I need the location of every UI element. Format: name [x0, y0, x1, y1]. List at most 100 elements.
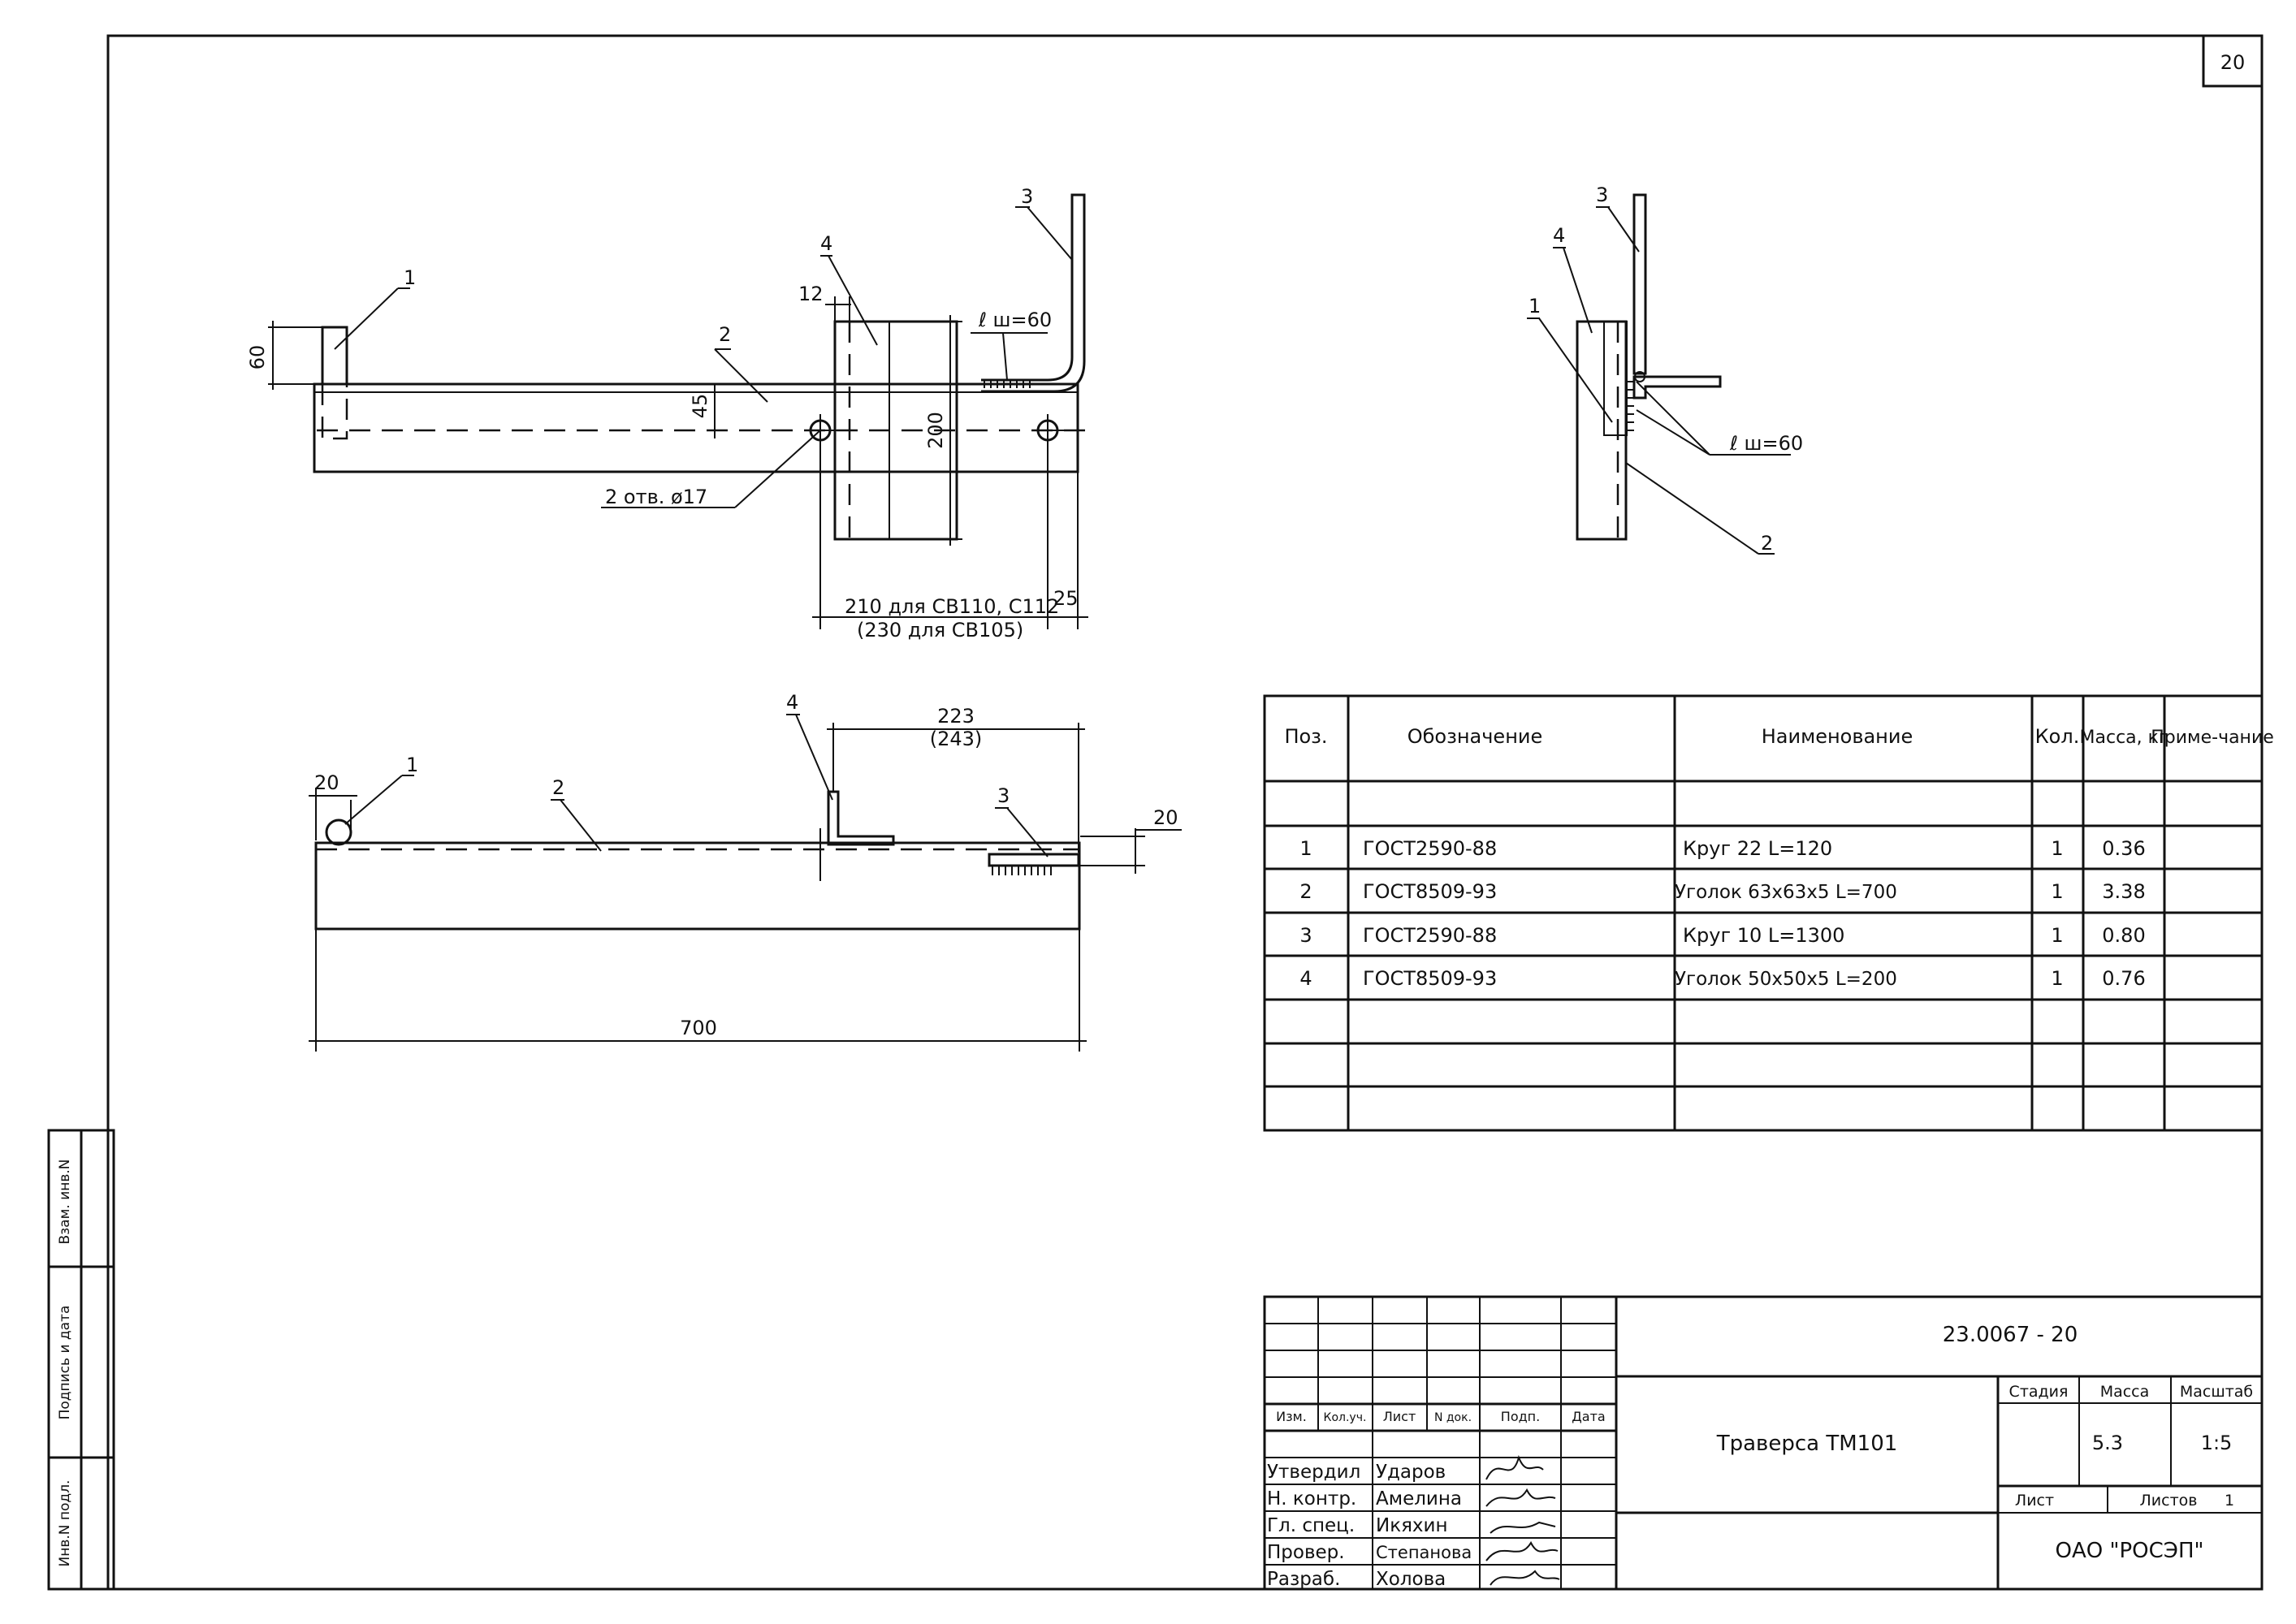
tv-dim-243: (243) [930, 728, 983, 750]
top-view: 1 2 3 4 20 223 (243) 20 700 [309, 691, 1182, 1052]
tv-pos-1: 1 [406, 754, 418, 776]
tb-role-5: Разраб. [1267, 1569, 1340, 1590]
table-row: 4 ГОСТ8509-93 Уголок 50х50х5 L=200 1 0.7… [1299, 967, 2145, 990]
rod-1-section [325, 818, 352, 846]
tb-mass-value: 5.3 [2092, 1432, 2123, 1454]
th-designation: Обозначение [1407, 725, 1543, 748]
fv-dim-25: 25 [1053, 587, 1079, 610]
side-angle-4 [1603, 321, 1628, 436]
weld-hatch [984, 380, 1031, 388]
tb-name-1: Ударов [1376, 1462, 1446, 1483]
row2-qty: 1 [2051, 880, 2063, 903]
tv-dim-20-right: 20 [1153, 806, 1178, 829]
front-view: 1 2 3 4 60 45 200 12 ℓ ш=60 2 отв. ø17 [246, 185, 1092, 641]
fv-dim-230: (230 для СВ105) [857, 619, 1023, 641]
tb-doc-code: 23.0067 - 20 [1943, 1323, 2078, 1347]
tb-col-kolvo: Кол.уч. [1324, 1411, 1367, 1424]
th-qty: Кол. [2035, 725, 2080, 748]
table-row: 2 ГОСТ8509-93 Уголок 63х63х5 L=700 1 3.3… [1299, 880, 2145, 903]
tb-scale-value: 1:5 [2201, 1432, 2233, 1454]
row4-qty: 1 [2051, 967, 2063, 990]
row1-mass: 0.36 [2102, 837, 2145, 860]
tb-role-2: Н. контр. [1267, 1488, 1356, 1510]
sv-pos-1: 1 [1529, 295, 1541, 317]
sheet-number-box: 20 [2202, 34, 2264, 88]
row2-name: Уголок 63х63х5 L=700 [1675, 882, 1897, 903]
tv-dim-223: 223 [937, 705, 975, 728]
th-pos: Поз. [1284, 725, 1327, 748]
angle-4-section [827, 790, 895, 846]
rod-1 [321, 326, 348, 386]
tb-sheet-label: Лист [2015, 1492, 2054, 1510]
fv-dim-210: 210 для СВ110, С112 [845, 595, 1059, 618]
angle-63-plan [314, 841, 1081, 931]
row2-mass: 3.38 [2102, 880, 2145, 903]
tb-col-list: Лист [1383, 1409, 1416, 1424]
fv-holes-label: 2 отв. ø17 [605, 486, 707, 508]
tb-col-ndok: N док. [1434, 1411, 1472, 1424]
tb-role-3: Гл. спец. [1267, 1515, 1355, 1536]
tb-sheets-label: Листов [2140, 1492, 2198, 1510]
side-angle-flange [1632, 375, 1722, 400]
tb-mass-label: Масса [2100, 1383, 2150, 1401]
stamp-inv-original: Инв.N подл. [57, 1480, 73, 1567]
tb-name-2: Амелина [1376, 1488, 1462, 1510]
row2-designation: ГОСТ8509-93 [1363, 880, 1497, 903]
side-stamp: Взам. инв.N Подпись и дата Инв.N подл. [47, 1129, 115, 1591]
tv-pos-2: 2 [552, 776, 564, 799]
row2-pos: 2 [1299, 880, 1312, 903]
tb-col-podp: Подп. [1501, 1409, 1540, 1424]
fv-pos-3: 3 [1021, 185, 1033, 208]
fv-dim-12: 12 [798, 283, 824, 305]
tv-pos-4: 4 [786, 691, 798, 714]
tb-name-4: Степанова [1376, 1543, 1472, 1562]
tb-organization: ОАО "РОСЭП" [2056, 1539, 2204, 1563]
tb-role-1: Утвердил [1267, 1462, 1360, 1483]
tb-title: Траверса ТМ101 [1716, 1432, 1898, 1456]
row3-pos: 3 [1299, 924, 1312, 947]
tb-sheets-value: 1 [2225, 1492, 2234, 1510]
row1-name: Круг 22 L=120 [1683, 837, 1832, 860]
fv-weld-label: ℓ ш=60 [978, 309, 1052, 331]
th-name: Наименование [1762, 725, 1913, 748]
angle-63-body [313, 382, 1079, 473]
tv-dim-20-left: 20 [314, 771, 339, 794]
title-block: Изм. Кол.уч. Лист N док. Подп. Дата Утве… [1263, 1295, 2264, 1591]
tb-col-izm: Изм. [1276, 1409, 1307, 1424]
fv-dim-60: 60 [246, 345, 269, 370]
tv-pos-3: 3 [997, 784, 1010, 807]
fv-dim-45: 45 [689, 394, 711, 419]
sheet-number: 20 [2220, 51, 2246, 74]
fv-pos-1: 1 [404, 266, 416, 289]
tb-scale-label: Масштаб [2180, 1383, 2253, 1401]
sv-pos-2: 2 [1761, 532, 1773, 555]
fv-pos-4: 4 [820, 232, 832, 255]
th-note: Приме-чание [2151, 728, 2274, 748]
row4-name: Уголок 50х50х5 L=200 [1675, 969, 1897, 990]
side-rod-3 [1632, 193, 1647, 375]
fv-pos-2: 2 [719, 323, 731, 346]
tb-role-4: Провер. [1267, 1542, 1345, 1563]
tb-name-5: Холова [1376, 1569, 1446, 1590]
row1-designation: ГОСТ2590-88 [1363, 837, 1497, 860]
tb-col-data: Дата [1572, 1409, 1605, 1424]
row4-designation: ГОСТ8509-93 [1363, 967, 1497, 990]
row4-pos: 4 [1299, 967, 1312, 990]
handwritten-signatures [1485, 1454, 1560, 1586]
side-view: 3 4 1 2 ℓ ш=60 [1527, 184, 1803, 555]
row4-mass: 0.76 [2102, 967, 2145, 990]
rod-3 [981, 193, 1086, 393]
sheet-frame [106, 34, 2264, 1591]
stamp-signature-date: Подпись и дата [57, 1306, 73, 1420]
tb-stage-label: Стадия [2009, 1383, 2069, 1401]
sv-pos-4: 4 [1553, 224, 1565, 247]
row3-mass: 0.80 [2102, 924, 2145, 947]
row3-qty: 1 [2051, 924, 2063, 947]
sv-weld-label: ℓ ш=60 [1729, 432, 1803, 455]
row3-designation: ГОСТ2590-88 [1363, 924, 1497, 947]
tb-name-3: Икяхин [1376, 1515, 1448, 1536]
row3-name: Круг 10 L=1300 [1683, 924, 1844, 947]
table-row: 3 ГОСТ2590-88 Круг 10 L=1300 1 0.80 [1299, 924, 2145, 947]
table-row: 1 ГОСТ2590-88 Круг 22 L=120 1 0.36 [1299, 837, 2145, 860]
